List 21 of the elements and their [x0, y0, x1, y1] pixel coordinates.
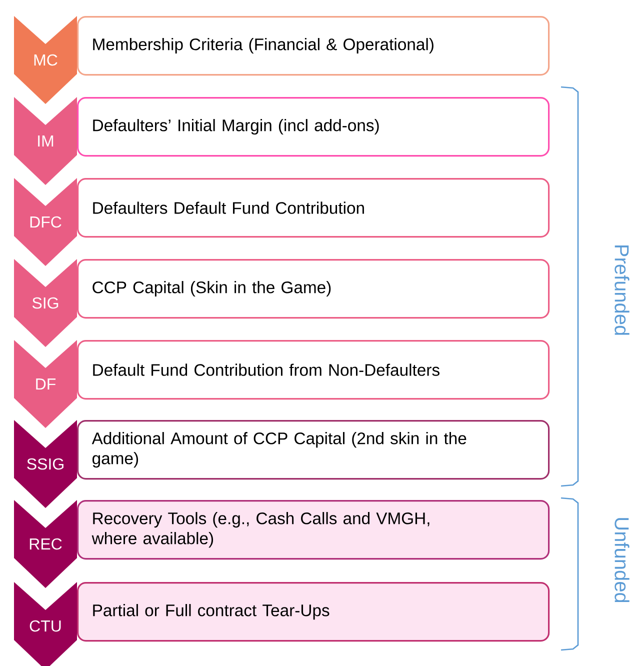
node-label: DFC — [30, 216, 62, 228]
step-box: Additional Amount of CCP Capital (2nd skin in the game) — [77, 420, 550, 480]
step-tag: MC — [14, 16, 77, 104]
step-tag: REC — [14, 500, 77, 588]
side-label: Prefunded — [614, 245, 630, 335]
step-box: Partial or Full contract Tear-Ups — [77, 582, 550, 642]
node-label: SIG — [32, 297, 58, 309]
side-label: Unfunded — [614, 518, 630, 602]
step-tag: SIG — [14, 259, 77, 347]
step-tag: DFC — [14, 178, 77, 266]
step-tag: CTU — [14, 582, 77, 666]
step-tag: IM — [14, 97, 77, 185]
step-tag: DF — [14, 340, 77, 428]
step-box: Recovery Tools (e.g., Cash Calls and VMGH, where available) — [77, 500, 550, 560]
step-box: Default Fund Contribution from Non-Defaulters — [77, 340, 550, 400]
step-box: Membership Criteria (Financial & Operational) — [77, 16, 550, 76]
step-box: CCP Capital (Skin in the Game) — [77, 259, 550, 319]
step-box: Defaulters Default Fund Contribution — [77, 178, 550, 238]
step-box: Defaulters’ Initial Margin (incl add-ons) — [77, 97, 550, 157]
step-tag: SSIG — [14, 420, 77, 508]
node-label: DF — [36, 378, 56, 390]
